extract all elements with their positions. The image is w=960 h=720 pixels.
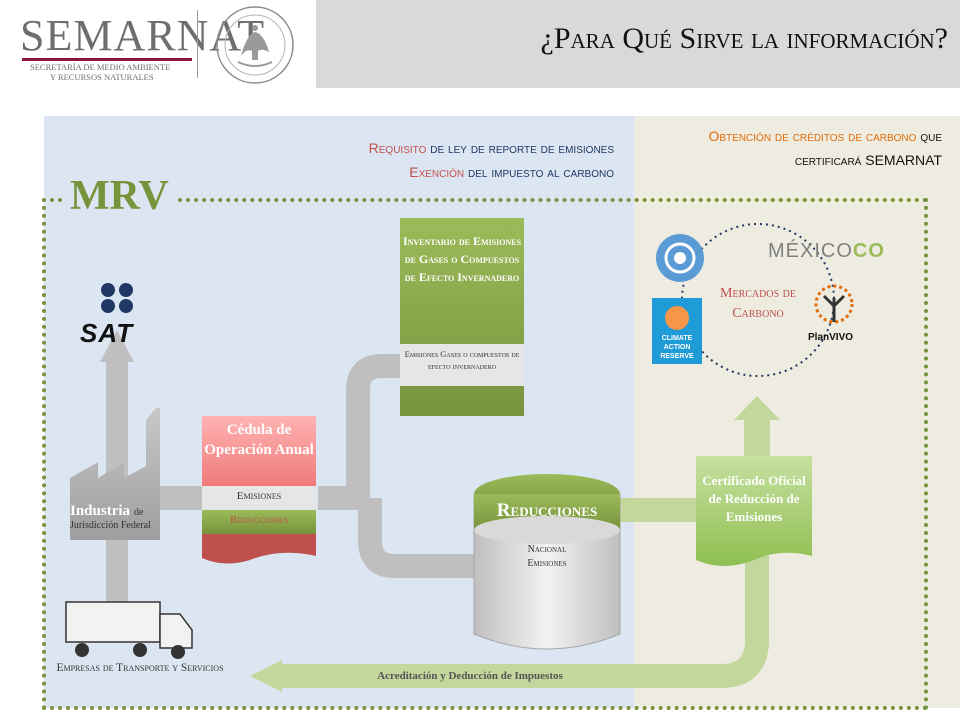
certificado-label: Certificado Oficial de Reducción de Emis… <box>702 473 806 524</box>
truck-icon <box>65 601 193 659</box>
semarnat-logo-subtitle-1: SECRETARÍA DE MEDIO AMBIENTE <box>30 62 171 72</box>
registro-nacional: Nacional <box>527 544 567 555</box>
requirement-text: Requisito de ley de reporte de emisiones… <box>369 136 614 184</box>
exencion-line: Exención del impuesto al carbono <box>369 160 614 184</box>
climate-action-reserve-icon <box>652 298 702 364</box>
cedula-document <box>202 416 316 564</box>
cedula-reducciones: Reducciones <box>229 514 288 526</box>
logo-divider <box>197 10 198 78</box>
obtencion-text: Obtención de créditos de carbono que cer… <box>682 124 942 172</box>
acreditacion-label: Acreditación y Deducción de Impuestos <box>377 670 563 682</box>
mrv-frame <box>42 198 928 710</box>
semarnat-logo-rule <box>22 58 192 61</box>
requisito-highlight: Requisito <box>368 140 427 156</box>
requisito-rest: de ley de reporte de emisiones <box>426 140 614 156</box>
exencion-highlight: Exención <box>409 164 465 180</box>
empresas-label: Empresas de Transporte y Servicios <box>56 662 224 674</box>
sat-logo-icon <box>101 283 133 313</box>
mexico-logo-text: MÉXICO <box>768 240 853 262</box>
green-flow-arrows <box>250 396 780 692</box>
exencion-rest: del impuesto al carbono <box>464 164 614 180</box>
certificado-document <box>696 456 812 566</box>
inventario-title: Inventario de Emisiones de Gases o Compu… <box>402 234 522 284</box>
mercados-label: Mercados de Carbono <box>720 286 796 321</box>
right-panel <box>634 116 960 708</box>
un-logo-icon <box>656 234 704 282</box>
car-line-2: ACTION <box>663 344 691 351</box>
requisito-line: Requisito de ley de reporte de emisiones <box>369 136 614 160</box>
car-line-3: RESERVE <box>660 353 694 360</box>
semarnat-logo: SEMARNAT <box>20 11 266 60</box>
industria-title: Industria <box>70 503 131 519</box>
factory-icon <box>70 408 160 540</box>
cedula-title: Cédula de Operación Anual <box>204 422 314 458</box>
mexico-seal-icon <box>216 6 294 84</box>
registro-cylinder <box>473 474 621 650</box>
cedula-emisiones: Emisiones <box>236 490 282 502</box>
inventario-box <box>400 218 524 416</box>
registro-emisiones: Emisiones <box>527 558 567 569</box>
planvivo-tree-icon <box>814 284 854 324</box>
sat-label: SAT <box>80 318 134 348</box>
industria-de: de <box>134 507 144 518</box>
industria-subtitle: Jurisdicción Federal <box>70 520 151 531</box>
car-line-1: CLIMATE <box>661 335 693 342</box>
title-bar <box>316 0 960 88</box>
semarnat-logo-subtitle-2: Y RECURSOS NATURALES <box>50 72 154 82</box>
gray-connector <box>160 354 476 578</box>
climate-action-reserve-label: CLIMATE ACTION RESERVE <box>652 334 702 361</box>
industria-label: Industria de Jurisdicción Federal <box>70 502 170 531</box>
registro-title: Reducciones <box>496 500 598 521</box>
mexico-logo-co2: CO <box>852 240 885 262</box>
planvivo-label: PlanVIVO <box>808 332 854 343</box>
mexico-logo: MÉXICOCO <box>768 240 885 263</box>
slide-title: ¿Para Qué Sirve la información? <box>540 22 948 55</box>
obtencion-highlight: Obtención de créditos de carbono <box>708 128 917 144</box>
inventario-subtitle: Emisiones Gases o compuestos de efecto i… <box>404 349 520 371</box>
obtencion-rest: que certificará SEMARNAT <box>794 128 942 168</box>
mrv-label: MRV <box>64 170 175 222</box>
